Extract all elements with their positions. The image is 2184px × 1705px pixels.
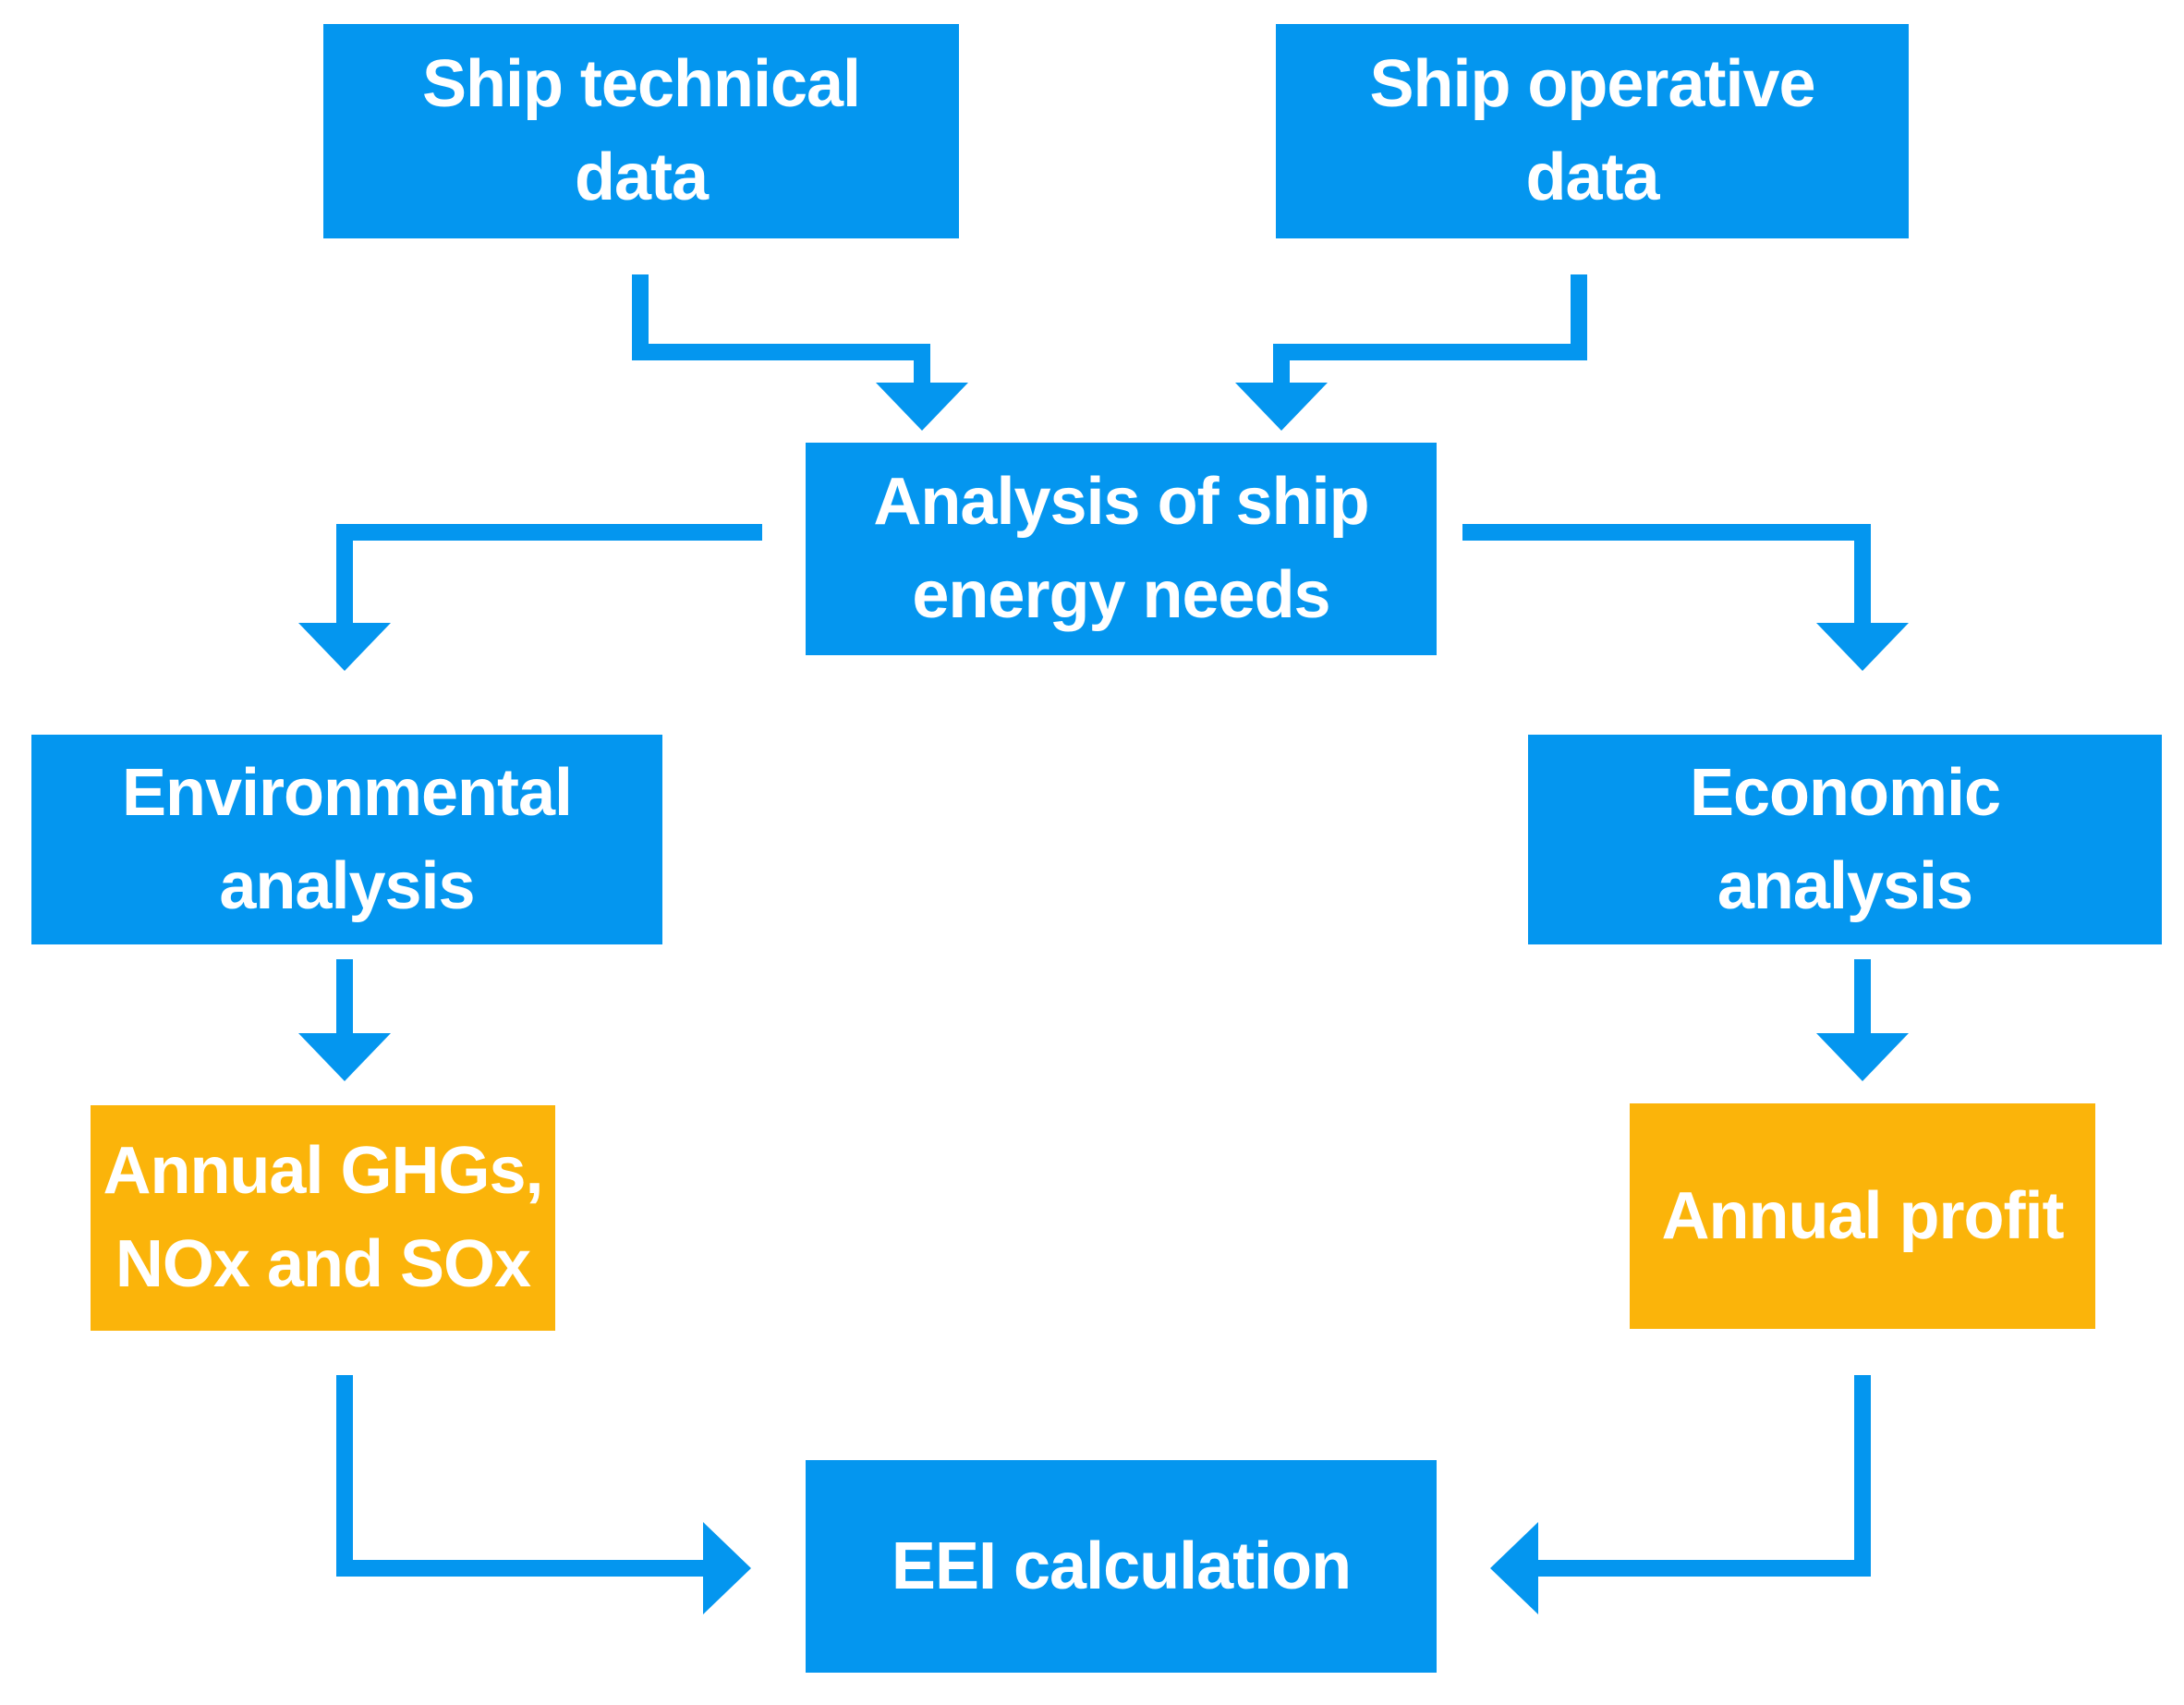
arrowhead-economic-to-profit <box>1816 1033 1909 1081</box>
arrow-emissions-to-eei <box>336 1375 705 1577</box>
arrow-analysis-to-environmental <box>336 524 762 623</box>
arrow-operative-to-analysis <box>1273 274 1587 383</box>
node-label: EEI calculation <box>891 1528 1352 1603</box>
arrow-profit-to-eei <box>1536 1375 1871 1577</box>
node-label: Ship technical data <box>421 47 861 214</box>
node-annual-profit: Annual profit <box>1630 1103 2095 1329</box>
node-label: Annual GHGs, NOx and SOx <box>103 1134 543 1301</box>
arrowhead-technical-to-analysis <box>876 383 968 431</box>
arrowhead-profit-to-eei <box>1490 1522 1538 1614</box>
arrowhead-analysis-to-environmental <box>298 623 391 671</box>
node-ship-technical-data: Ship technical data <box>323 24 959 238</box>
arrowhead-emissions-to-eei <box>703 1522 751 1614</box>
arrowhead-operative-to-analysis <box>1235 383 1328 431</box>
node-label: Annual profit <box>1661 1178 2065 1253</box>
node-label: Analysis of ship energy needs <box>873 465 1369 632</box>
node-label: Economic analysis <box>1689 755 2001 923</box>
node-economic-analysis: Economic analysis <box>1528 735 2162 944</box>
node-label: Environmental analysis <box>121 755 573 923</box>
node-ship-operative-data: Ship operative data <box>1276 24 1909 238</box>
arrow-technical-to-analysis <box>632 274 930 383</box>
node-annual-emissions: Annual GHGs, NOx and SOx <box>91 1105 555 1331</box>
arrowhead-analysis-to-economic <box>1816 623 1909 671</box>
node-analysis-energy-needs: Analysis of ship energy needs <box>806 443 1437 655</box>
node-eei-calculation: EEI calculation <box>806 1460 1437 1673</box>
arrow-analysis-to-economic <box>1462 524 1871 623</box>
node-label: Ship operative data <box>1369 47 1815 214</box>
arrowhead-environmental-to-emissions <box>298 1033 391 1081</box>
node-environmental-analysis: Environmental analysis <box>31 735 662 944</box>
